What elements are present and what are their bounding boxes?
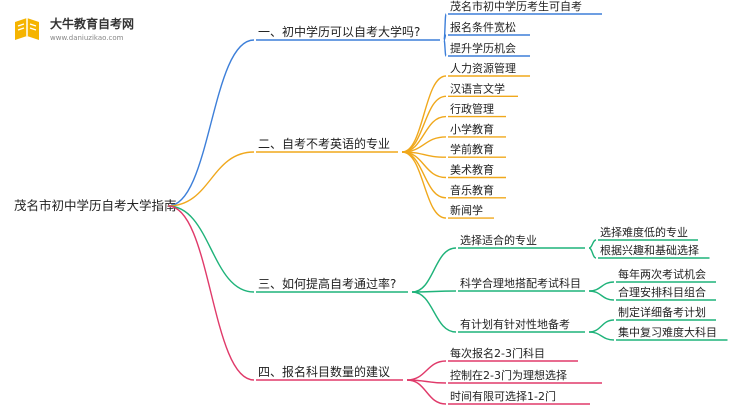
branch-3-child-1-leaf-1-connector [588,239,597,249]
branch-3-child-2-connector [411,290,457,293]
branch-2-child-7-connector [401,151,447,199]
branch-3-child-3-leaf-1: 制定详细备考计划 [618,305,706,319]
branch-2-child-2: 汉语言文学 [450,81,505,95]
branch-2-child-8: 新闻学 [450,203,483,217]
branch-3-child-1-leaf-2: 根据兴趣和基础选择 [600,243,699,257]
book-logo-icon [15,18,39,40]
branch-3-child-2: 科学合理地搭配考试科目 [460,276,581,290]
branch-2-child-3: 行政管理 [450,102,494,116]
branch-4-child-1: 每次报名2-3门科目 [450,346,545,360]
branch-3-child-2-leaf-1: 每年两次考试机会 [618,267,706,281]
branch-3-child-3-leaf-2: 集中复习难度大科目 [618,325,717,339]
logo-title: 大牛教育自考网 [50,17,135,31]
branch-4-child-1-connector [406,360,447,381]
branch-4: 四、报名科目数量的建议 [258,364,390,379]
root-topic: 茂名市初中学历自考大学指南 [14,198,177,213]
branch-2-child-4: 小学教育 [450,122,494,136]
branch-4-child-2: 控制在2-3门为理想选择 [450,368,567,382]
branch-4-child-3-connector [406,379,447,405]
branch-connector-1 [167,39,255,207]
logo-url: www.daniuzikao.com [50,34,124,42]
branch-connector-2 [167,151,255,207]
branch-3-child-1-leaf-2-connector [588,247,597,259]
branch-2-child-5: 学前教育 [450,142,494,156]
branch-4-child-3: 时间有限可选择1-2门 [450,389,556,403]
branch-3: 三、如何提高自考通过率? [258,276,396,291]
branch-1-child-3: 提升学历机会 [450,41,516,55]
branch-1-child-1: 茂名市初中学历考生可自考 [450,0,582,13]
branch-3-child-1: 选择适合的专业 [460,233,537,247]
branch-3-child-2-leaf-1-connector [588,281,615,292]
branch-3-child-3-connector [411,291,457,333]
branch-3-child-3-leaf-2-connector [588,331,615,341]
branch-1-child-3-connector [443,39,447,57]
branch-2-child-8-connector [401,151,447,219]
branch-3-child-1-connector [411,247,457,293]
branch-connector-4 [167,205,255,381]
branch-2-child-6: 美术教育 [450,163,494,177]
branch-connector-3 [167,205,255,293]
branch-2: 二、自考不考英语的专业 [258,136,390,151]
branch-3-child-3-leaf-1-connector [588,319,615,333]
branch-3-child-3: 有计划有针对性地备考 [460,317,570,331]
branch-2-child-1: 人力资源管理 [450,61,516,75]
branch-2-child-3-connector [401,115,447,153]
site-logo: 大牛教育自考网 www.daniuzikao.com [12,12,212,48]
branch-1-child-2: 报名条件宽松 [450,20,516,34]
branch-3-child-2-leaf-2: 合理安排科目组合 [618,285,706,299]
branch-2-child-1-connector [401,75,447,153]
branch-3-child-2-leaf-2-connector [588,290,615,301]
branch-3-child-1-leaf-1: 选择难度低的专业 [600,225,688,239]
branch-2-child-7: 音乐教育 [450,183,494,197]
branch-1: 一、初中学历可以自考大学吗? [258,24,420,39]
